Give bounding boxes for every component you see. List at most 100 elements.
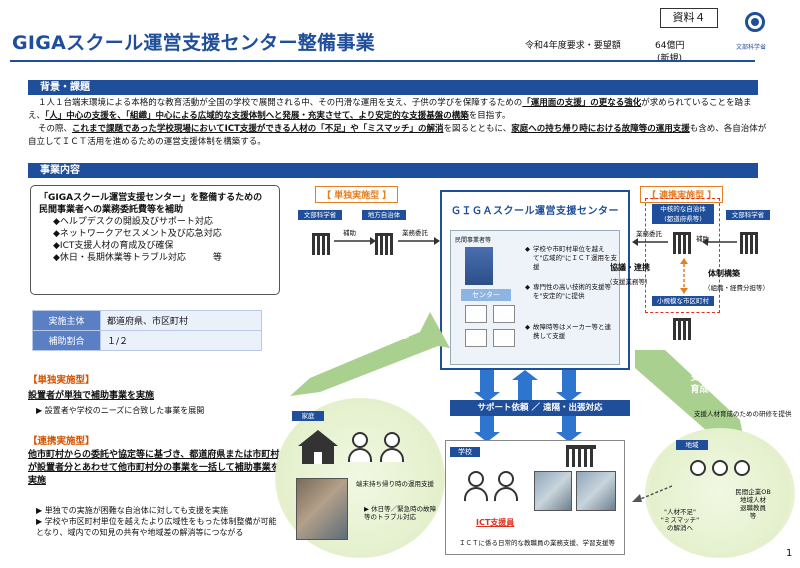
home-label: 家庭 <box>292 411 324 421</box>
table-key: 実施主体 <box>32 310 101 331</box>
mismatch-label: "人材不足" "ミスマッチ" の解消へ <box>660 508 700 532</box>
holiday-support-arrow-icon <box>290 312 450 396</box>
ict-staff-photo <box>576 471 616 511</box>
budget-note: (新規) <box>657 54 683 64</box>
center-point: 専門性の高い技術的支援等を"安定的"に提供 <box>525 283 617 301</box>
mext-label: 文部科学省 <box>298 210 342 220</box>
list-item: ヘルプデスクの開設及びサポート対応 <box>53 216 271 228</box>
framework-label: 体制構築 <box>708 269 740 278</box>
small-gov-building-icon <box>673 318 691 340</box>
teacher-body-icon <box>464 487 488 501</box>
table-value: １/２ <box>100 330 262 351</box>
list-item: 休日・長期休業等トラブル対応 等 <box>53 252 271 264</box>
region-people-label: 民間企業OB 地域人材 退職教員 等 <box>735 488 771 520</box>
joint-subsidy-label: 補助 <box>696 235 709 243</box>
framework-sub-label: （組織・経費分担等） <box>704 284 769 292</box>
classroom-photo <box>534 471 572 511</box>
mismatch-arrow-icon <box>632 485 672 502</box>
joint-type-title: 【連携実施型】 <box>28 436 95 447</box>
operator-staff-icon <box>465 305 487 323</box>
region-person-icon <box>712 460 728 476</box>
giga-center-box: ＧＩＧＡスクール運営支援センター 民間事業者等 センター 学校や市町村単位を越え… <box>440 190 630 370</box>
small-gov-label: 小規模な市区町村 <box>652 296 714 306</box>
joint-commission-label: 業務委託 <box>636 230 662 238</box>
single-type-body: 設置者が単独で補助事業を実施 <box>28 391 155 401</box>
student-body-icon <box>494 487 518 501</box>
school-label: 学校 <box>450 447 480 457</box>
school-caption: ＩＣＴに係る日常的な教職員の業務支援、学習支援等 <box>459 539 615 547</box>
home-bullet: ▶ 休日等／緊急時の故障等のトラブル対応 <box>364 505 437 521</box>
parent-body-icon <box>348 448 372 462</box>
region-person-icon <box>690 460 706 476</box>
talent-label: 支援人材の 育成・確保 <box>690 373 736 395</box>
background-heading: 背景・課題 <box>28 80 758 95</box>
region-circle <box>645 428 795 558</box>
joint-type-body: 他市町村からの委託や協定等に基づき、都道府県または市町村が設置者分とあわせて他市… <box>28 450 280 486</box>
office-building-icon <box>465 247 493 285</box>
ministry-logo-icon <box>745 12 765 32</box>
table-row: 実施主体 都道府県、市区町村 <box>32 310 262 331</box>
description-main: 「GIGAスクール運営支援センター」を整備するための民間事業者への業務委託費等を… <box>39 193 263 215</box>
description-box: 「GIGAスクール運営支援センター」を整備するための民間事業者への業務委託費等を… <box>30 185 280 295</box>
joint-mext-building-icon <box>740 232 758 254</box>
mext-building-icon <box>312 233 330 255</box>
center-point: 故障時等はメーカー等と連携して支援 <box>525 323 617 341</box>
child-body-icon <box>380 448 404 462</box>
ministry-name: 文部科学省 <box>736 44 767 51</box>
table-key: 補助割合 <box>32 330 101 351</box>
support-flow-arrows <box>474 370 582 442</box>
page-title: GIGAスクール運営支援センター整備事業 <box>12 32 375 54</box>
center-badge: センター <box>461 289 511 301</box>
home-caption: 端末持ち帰り時の運用支援 <box>356 480 434 488</box>
page-number: 1 <box>786 548 793 559</box>
single-flow-arrows <box>334 237 440 245</box>
student-icon <box>498 471 514 487</box>
title-divider <box>10 60 755 62</box>
budget-label: 令和4年度要求・要望額 <box>525 41 621 51</box>
holiday-support-label: 休日・長期休業等 トラブル相談 ／ 対応 <box>321 319 409 341</box>
support-request-band: サポート依頼 ／ 遠隔・出張対応 <box>450 400 630 416</box>
subsidy-arrow-label: 補助 <box>343 229 356 237</box>
joint-flow-arrows <box>632 238 737 246</box>
ict-staff-label: ICT支援員 <box>476 518 515 527</box>
region-label: 地域 <box>676 440 708 450</box>
private-operator-label: 民間事業者等 <box>455 237 492 244</box>
talent-sub-label: 支援人材育成のための研修を提供 <box>694 410 792 418</box>
core-gov-building-icon <box>673 232 691 254</box>
joint-mext-label: 文部科学省 <box>726 210 770 220</box>
table-value: 都道府県、市区町村 <box>100 310 262 331</box>
cooperation-label: 協議・連携 <box>610 263 650 272</box>
cooperation-arrow-icon <box>680 258 688 294</box>
single-type-bullet: ▶ 設置者や学校のニーズに合致した事業を展開 <box>36 406 205 415</box>
single-type-tag: 【 単独実施型 】 <box>315 186 399 203</box>
region-person-icon <box>734 460 750 476</box>
school-building-icon <box>566 445 596 467</box>
operator-staff-icon <box>493 329 515 347</box>
list-item: ▶ 単独での実施が困難な自治体に対しても支援を実施 <box>36 506 229 515</box>
talent-arrow-icon <box>635 350 745 445</box>
joint-type-bullets: ▶ 単独での実施が困難な自治体に対しても支援を実施 ▶ 学校や市区町村単位を越え… <box>36 505 281 538</box>
parent-icon <box>352 432 368 448</box>
operator-staff-icon <box>465 329 487 347</box>
info-table: 実施主体 都道府県、市区町村 補助割合 １/２ <box>32 310 262 351</box>
content-heading: 事業内容 <box>28 163 758 178</box>
table-row: 補助割合 １/２ <box>32 330 262 351</box>
center-title: ＧＩＧＡスクール運営支援センター <box>451 206 619 217</box>
background-text: １人１台端末環境による本格的な教育活動が全国の学校で展開される中、その円滑な運用… <box>28 98 767 147</box>
core-gov-label: 中核的な自治体 (都道府県等) <box>652 204 714 224</box>
private-operator-box: 民間事業者等 センター 学校や市町村単位を越えて"広域的"にＩＣＴ運用を支援 専… <box>450 230 620 365</box>
home-photo <box>296 478 348 540</box>
operator-staff-icon <box>493 305 515 323</box>
local-gov-label: 地方自治体 <box>362 210 406 220</box>
description-list: ヘルプデスクの開設及びサポート対応 ネットワークアセスメント及び応急対応 ICT… <box>53 216 271 264</box>
list-item: ICT支援人材の育成及び確保 <box>53 240 271 252</box>
house-icon <box>298 430 338 464</box>
center-point: 学校や市町村単位を越えて"広域的"にＩＣＴ運用を支援 <box>525 245 617 272</box>
single-type-title: 【単独実施型】 <box>28 375 95 386</box>
list-item: ネットワークアセスメント及び応急対応 <box>53 228 271 240</box>
local-gov-building-icon <box>375 233 393 255</box>
cooperation-sub-label: （支援業務等） <box>606 278 652 286</box>
list-item: ▶ 学校や市区町村単位を越えたより広域性をもった体制整備が可能となり、域内での知… <box>36 517 277 537</box>
teacher-icon <box>468 471 484 487</box>
school-box: 学校 ICT支援員 ＩＣＴに係る日常的な教職員の業務支援、学習支援等 <box>445 440 625 555</box>
